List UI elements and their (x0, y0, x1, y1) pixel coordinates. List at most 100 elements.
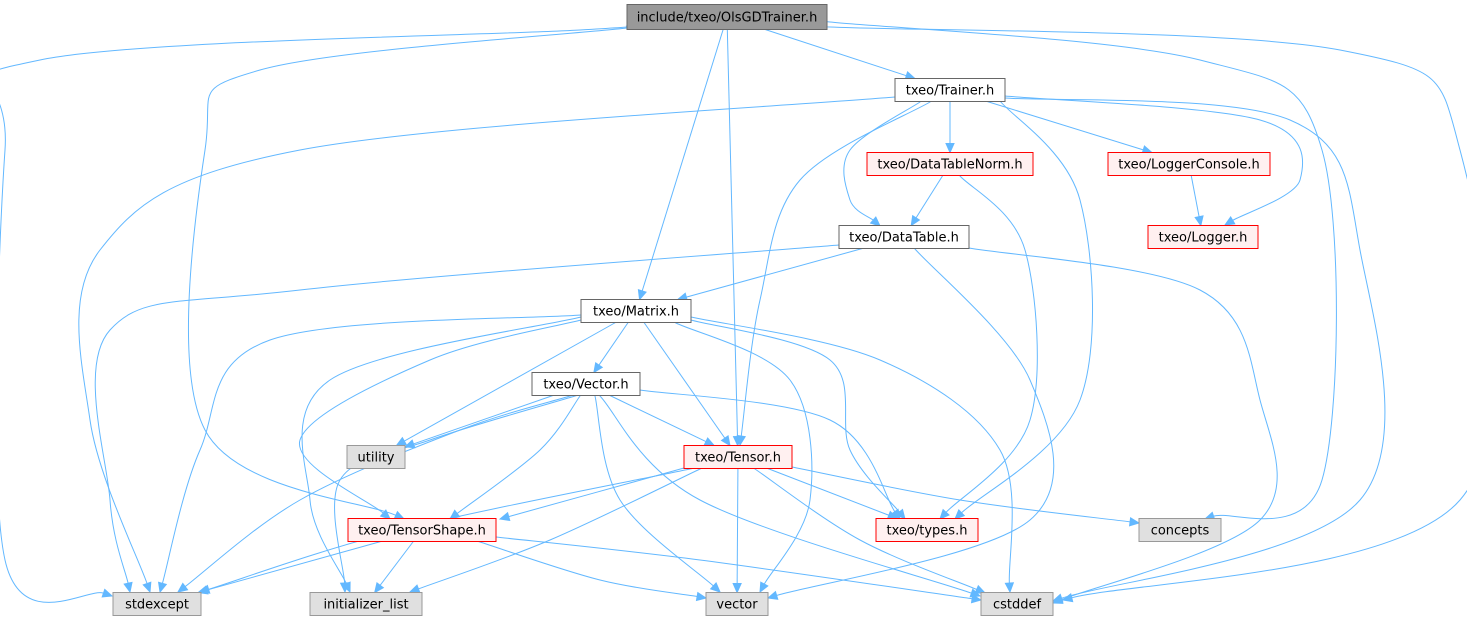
node-datatablenorm[interactable]: txeo/DataTableNorm.h (866, 152, 1034, 176)
edge-line (404, 322, 616, 442)
edge-tensorshape-to-stdexcept (196, 541, 381, 595)
edge-line (0, 25, 638, 603)
edge-vectorh-to-utility (403, 395, 554, 449)
arrowhead-icon (939, 508, 950, 520)
arrowhead-icon (974, 584, 987, 594)
arrowhead-icon (703, 437, 716, 447)
node-root[interactable]: include/txeo/OlsGDTrainer.h (626, 4, 828, 30)
node-label: include/txeo/OlsGDTrainer.h (637, 11, 818, 26)
node-box (580, 299, 692, 323)
arrowhead-icon (709, 582, 721, 593)
node-box (980, 592, 1054, 616)
node-datatable[interactable]: txeo/DataTable.h (838, 225, 970, 249)
edge-line (790, 24, 1467, 599)
node-box (347, 518, 497, 542)
arrowhead-icon (379, 509, 391, 520)
node-types[interactable]: txeo/types.h (875, 518, 979, 542)
node-box (1107, 152, 1271, 176)
edge-matrix-to-vectorh (593, 322, 629, 374)
node-box (894, 78, 1006, 102)
node-tensor[interactable]: txeo/Tensor.h (683, 445, 793, 469)
node-box (866, 152, 1034, 176)
edge-line (78, 92, 940, 584)
node-matrix[interactable]: txeo/Matrix.h (580, 299, 692, 323)
nodes-layer: include/txeo/OlsGDTrainer.h txeo/Trainer.… (112, 4, 1271, 616)
arrowhead-icon (720, 434, 731, 447)
edge-line (591, 387, 972, 594)
arrowhead-icon (954, 508, 966, 520)
arrowhead-icon (142, 581, 152, 594)
arrowhead-icon (945, 143, 955, 154)
edge-datatable-to-cstddef (951, 244, 1278, 604)
edge-line (945, 169, 1038, 513)
node-label: txeo/TensorShape.h (358, 524, 486, 539)
edge-line (951, 244, 1278, 601)
node-box (838, 225, 970, 249)
arrowhead-icon (736, 434, 747, 447)
node-label: utility (358, 451, 395, 466)
node-vectorh[interactable]: txeo/Vector.h (531, 372, 641, 396)
edge-line (736, 468, 739, 584)
edge-line (643, 322, 726, 439)
arrowhead-icon (395, 436, 408, 447)
edge-trainer-to-tensor (736, 95, 941, 447)
edge-line (686, 248, 863, 298)
edge-vectorh-to-tensor (609, 395, 716, 447)
edge-tensorshape-to-initlist (373, 541, 414, 594)
edge-trainer-to-datatablenorm (945, 101, 955, 154)
arrowhead-icon (759, 581, 769, 594)
node-label: txeo/DataTableNorm.h (877, 158, 1022, 173)
node-trainer[interactable]: txeo/Trainer.h (894, 78, 1006, 102)
edge-datatable-to-matrix (676, 248, 863, 302)
node-label: cstddef (993, 598, 1042, 613)
edge-vectorh-to-stdexcept (177, 392, 579, 593)
edge-line (334, 392, 587, 584)
arrowhead-icon (339, 582, 350, 594)
arrowhead-icon (101, 588, 114, 598)
edge-line (609, 395, 707, 443)
edges-layer (0, 18, 1467, 604)
node-box (1147, 225, 1259, 249)
edge-tensor-to-vector (732, 468, 742, 594)
edge-line (801, 18, 1337, 520)
edge-loggerconsole-to-logger (1190, 175, 1204, 227)
node-box (531, 372, 641, 396)
edge-datatablenorm-to-datatable (910, 175, 944, 227)
edge-line (379, 541, 414, 586)
node-tensorshape[interactable]: txeo/TensorShape.h (347, 518, 497, 542)
node-box (346, 445, 406, 469)
node-box (683, 445, 793, 469)
arrowhead-icon (1223, 216, 1236, 226)
arrowhead-icon (177, 582, 189, 593)
edge-line (508, 463, 698, 518)
node-loggerconsole[interactable]: txeo/LoggerConsole.h (1107, 152, 1271, 176)
node-label: txeo/DataTable.h (849, 231, 959, 246)
arrowhead-icon (408, 584, 421, 594)
edge-matrix-to-tensor (643, 322, 731, 447)
edge-line (592, 387, 714, 587)
edge-line (641, 29, 724, 292)
arrowhead-icon (1128, 517, 1141, 527)
arrowhead-icon (732, 582, 742, 594)
arrowhead-icon (970, 593, 983, 604)
edge-root-to-trainer (765, 29, 917, 81)
edge-line (469, 538, 698, 597)
edge-line (598, 322, 629, 366)
arrowhead-icon (895, 508, 906, 520)
node-label: initializer_list (323, 598, 408, 613)
node-label: txeo/types.h (887, 524, 968, 539)
node-logger[interactable]: txeo/Logger.h (1147, 225, 1259, 249)
arrowhead-icon (910, 214, 921, 227)
edge-line (413, 395, 554, 445)
arrowhead-icon (393, 510, 406, 520)
node-label: txeo/Matrix.h (593, 305, 679, 320)
edge-line (767, 468, 890, 516)
arrowhead-icon (869, 216, 881, 227)
edge-line (184, 392, 579, 587)
arrowhead-icon (123, 581, 133, 594)
node-cstddef: cstddef (980, 592, 1054, 616)
node-label: vector (716, 598, 758, 613)
node-label: txeo/Trainer.h (906, 84, 994, 99)
node-box (705, 592, 769, 616)
